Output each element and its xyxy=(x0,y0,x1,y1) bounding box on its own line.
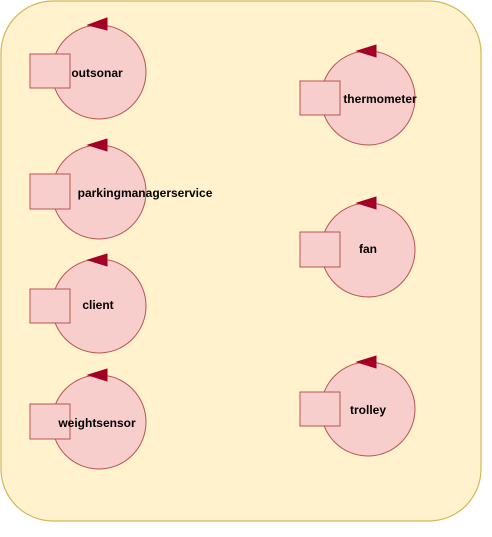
actor-marker-icon xyxy=(86,253,108,267)
actor-node-client[interactable]: client xyxy=(29,253,147,354)
actor-marker-icon xyxy=(355,355,377,369)
actor-label: client xyxy=(82,298,113,312)
actor-port-square xyxy=(299,80,341,116)
actor-label: trolley xyxy=(350,403,386,417)
actor-port-square xyxy=(299,231,341,268)
actor-label: weightsensor xyxy=(57,416,136,430)
actor-label: fan xyxy=(359,242,377,256)
actor-node-outsonar[interactable]: outsonar xyxy=(29,17,147,120)
actor-node-thermometer[interactable]: thermometer xyxy=(299,44,417,146)
actor-port-square xyxy=(29,173,71,210)
actor-node-fan[interactable]: fan xyxy=(299,196,416,298)
actor-marker-icon xyxy=(86,138,108,152)
actor-marker-icon xyxy=(86,17,108,31)
actor-node-weightsensor[interactable]: weightsensor xyxy=(29,368,147,470)
actor-marker-icon xyxy=(86,368,108,382)
actor-port-square xyxy=(29,288,71,324)
actor-node-parkingmanagerservice[interactable]: parkingmanagerservice xyxy=(29,138,213,240)
actor-label: thermometer xyxy=(343,92,417,106)
actor-label: outsonar xyxy=(71,66,123,80)
actor-marker-icon xyxy=(355,44,377,58)
actor-port-square xyxy=(29,403,71,440)
actor-label: parkingmanagerservice xyxy=(78,186,213,200)
actor-port-square xyxy=(299,391,341,427)
actor-port-square xyxy=(29,53,71,89)
actor-marker-icon xyxy=(355,196,377,210)
actor-node-trolley[interactable]: trolley xyxy=(299,355,416,457)
